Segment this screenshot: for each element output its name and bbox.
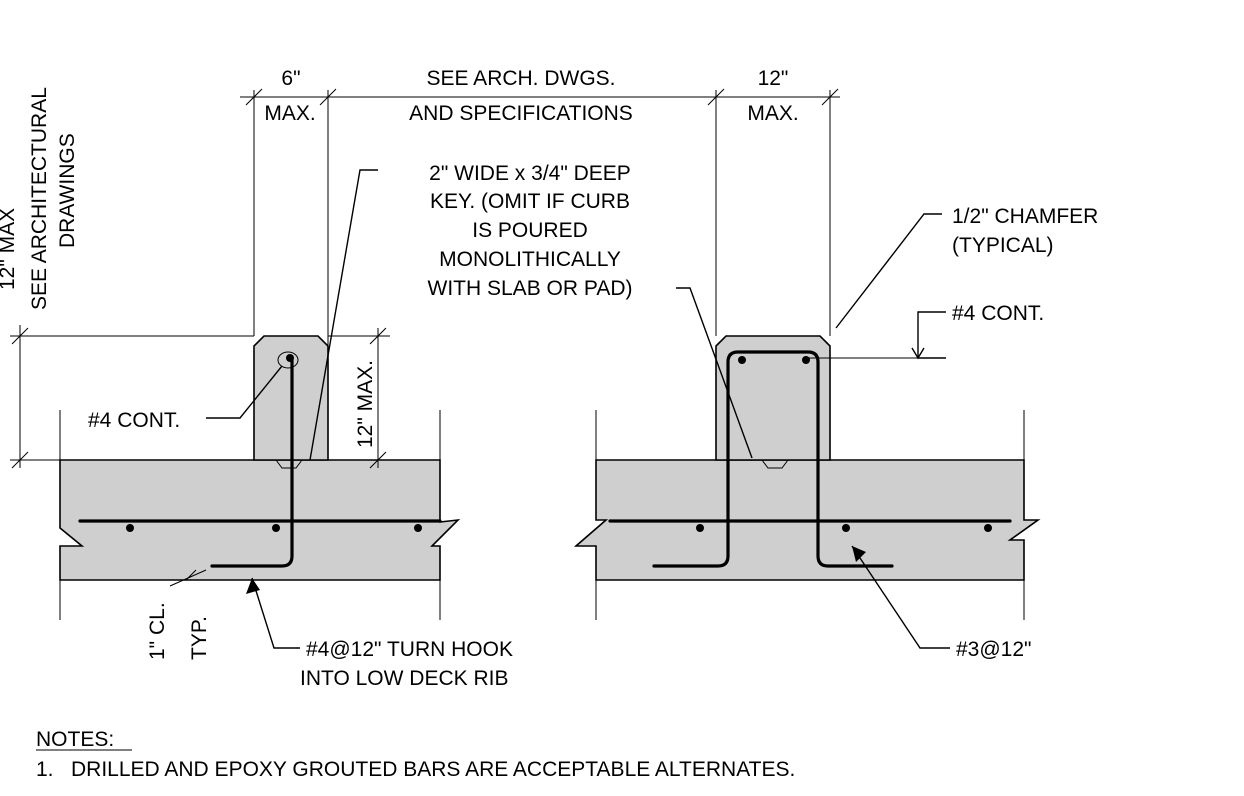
dim-top-center-1: SEE ARCH. DWGS. xyxy=(426,67,615,90)
key-line-2: KEY. (OMIT IF CURB xyxy=(430,190,630,213)
key-callout: 2" WIDE x 3/4" DEEP KEY. (OMIT IF CURB I… xyxy=(428,162,633,300)
dim-left-line2: SEE ARCHITECTURAL xyxy=(28,87,51,310)
key-line-1: 2" WIDE x 3/4" DEEP xyxy=(429,162,631,185)
left-key xyxy=(275,459,303,469)
hook-line-1: #4@12" TURN HOOK xyxy=(306,638,513,661)
key-line-5: WITH SLAB OR PAD) xyxy=(428,277,633,300)
leaders xyxy=(206,169,950,649)
chamfer-line-1: 1/2" CHAMFER xyxy=(952,205,1098,228)
dimension-lines xyxy=(10,88,840,587)
clear-line-1: 1" CL. xyxy=(146,602,169,660)
hook-line-2: INTO LOW DECK RIB xyxy=(300,667,508,690)
right-key xyxy=(761,459,789,469)
stirrup-label: #3@12" xyxy=(956,638,1032,661)
clear-line-2: TYP. xyxy=(188,616,211,660)
chamfer-line-2: (TYPICAL) xyxy=(952,234,1054,257)
curb-height-label: 12" MAX. xyxy=(354,360,377,448)
notes: NOTES: 1. DRILLED AND EPOXY GROUTED BARS… xyxy=(36,728,795,781)
right-curb xyxy=(715,335,831,461)
dim-top-left-1: 6" xyxy=(281,67,300,90)
cont-right-label: #4 CONT. xyxy=(952,302,1044,325)
key-line-3: IS POURED xyxy=(472,219,588,242)
dim-top-center-2: AND SPECIFICATIONS xyxy=(409,102,633,125)
key-line-4: MONOLITHICALLY xyxy=(439,248,621,271)
dim-left-line1: 12" MAX xyxy=(0,208,19,290)
left-hook-bar xyxy=(210,358,294,568)
right-stirrup xyxy=(652,350,894,568)
dim-top-right-2: MAX. xyxy=(747,102,798,125)
note-item-1: 1. DRILLED AND EPOXY GROUTED BARS ARE AC… xyxy=(36,758,795,781)
notes-heading: NOTES: xyxy=(36,728,114,751)
dim-top-right-1: 12" xyxy=(758,67,789,90)
dim-top-left-2: MAX. xyxy=(264,102,315,125)
right-detail xyxy=(573,335,1041,620)
left-vertical-labels: 12" MAX SEE ARCHITECTURAL DRAWINGS xyxy=(0,87,79,310)
cont-left-label: #4 CONT. xyxy=(88,409,180,432)
dim-left-line3: DRAWINGS xyxy=(56,133,79,248)
left-detail xyxy=(59,335,461,620)
